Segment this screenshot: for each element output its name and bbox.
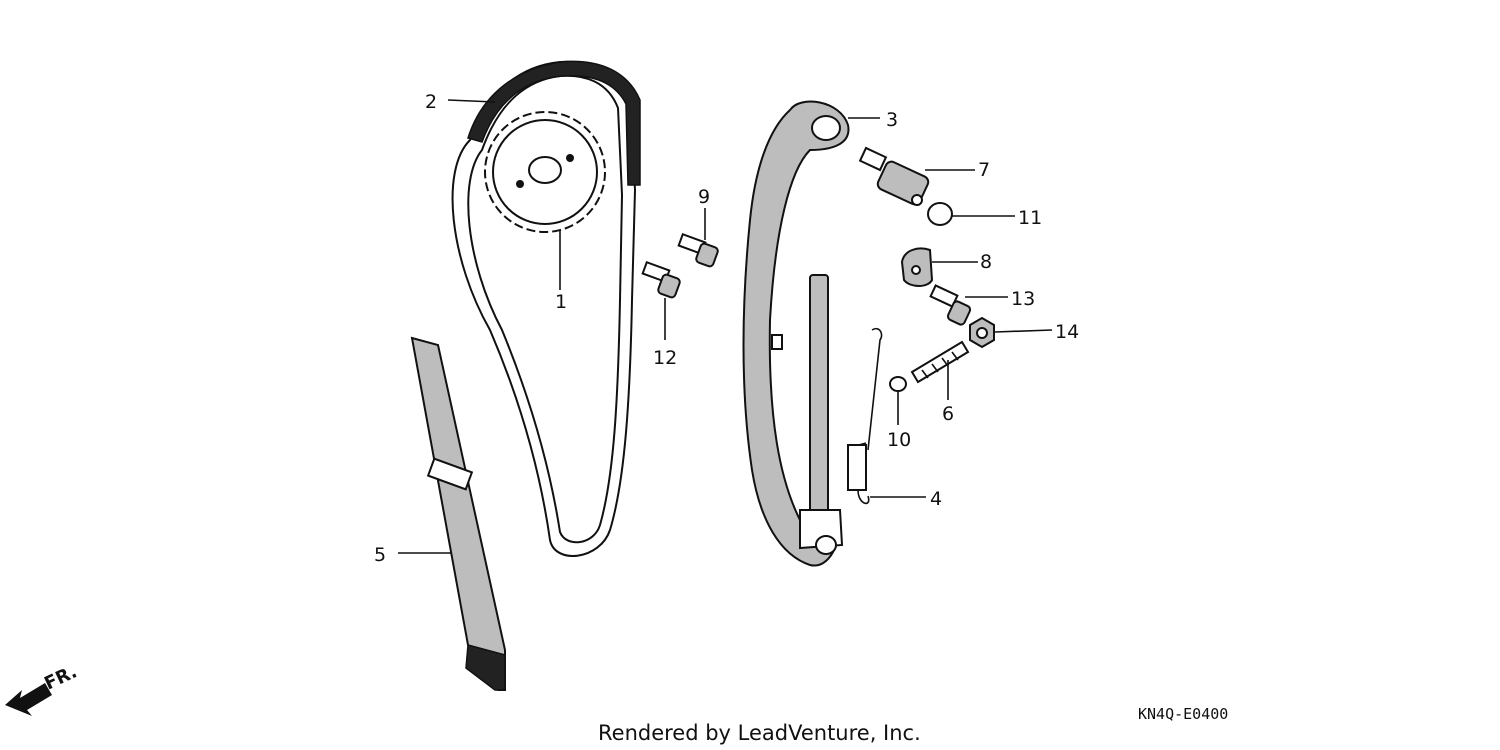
callout-9: 9 bbox=[698, 186, 710, 208]
callout-2: 2 bbox=[425, 91, 437, 113]
callout-7: 7 bbox=[978, 159, 990, 181]
callout-4: 4 bbox=[930, 488, 942, 510]
cam-chain-guide[interactable] bbox=[410, 336, 506, 691]
stopper-plate[interactable] bbox=[900, 247, 934, 287]
callout-10: 10 bbox=[887, 429, 911, 451]
o-ring[interactable] bbox=[927, 202, 953, 226]
fr-label: FR. bbox=[41, 661, 80, 694]
leader-lines bbox=[398, 99, 1053, 554]
pivot-rod[interactable] bbox=[799, 274, 844, 555]
tensioner-push-rod[interactable] bbox=[858, 146, 930, 206]
tensioner-arm[interactable] bbox=[742, 100, 850, 567]
bolt-13[interactable] bbox=[929, 284, 972, 326]
bolt-12[interactable] bbox=[641, 260, 681, 299]
callout-1: 1 bbox=[555, 291, 567, 313]
bolt-9[interactable] bbox=[677, 232, 719, 268]
callout-12: 12 bbox=[653, 347, 677, 369]
callout-6: 6 bbox=[942, 403, 954, 425]
callout-11: 11 bbox=[1018, 207, 1042, 229]
callout-13: 13 bbox=[1011, 288, 1035, 310]
adjusting-bolt[interactable] bbox=[910, 340, 970, 384]
credit-text: Rendered by LeadVenture, Inc. bbox=[598, 721, 921, 745]
callout-5: 5 bbox=[374, 544, 386, 566]
cam-sprocket[interactable] bbox=[484, 111, 606, 233]
front-direction-arrow: FR. bbox=[5, 661, 80, 716]
nut[interactable] bbox=[969, 316, 995, 349]
callout-14: 14 bbox=[1055, 321, 1079, 343]
washer[interactable] bbox=[889, 376, 907, 392]
callout-3: 3 bbox=[886, 109, 898, 131]
diagram-code: KN4Q-E0400 bbox=[1138, 705, 1228, 723]
callout-8: 8 bbox=[980, 251, 992, 273]
tensioner-spring[interactable] bbox=[847, 327, 883, 505]
